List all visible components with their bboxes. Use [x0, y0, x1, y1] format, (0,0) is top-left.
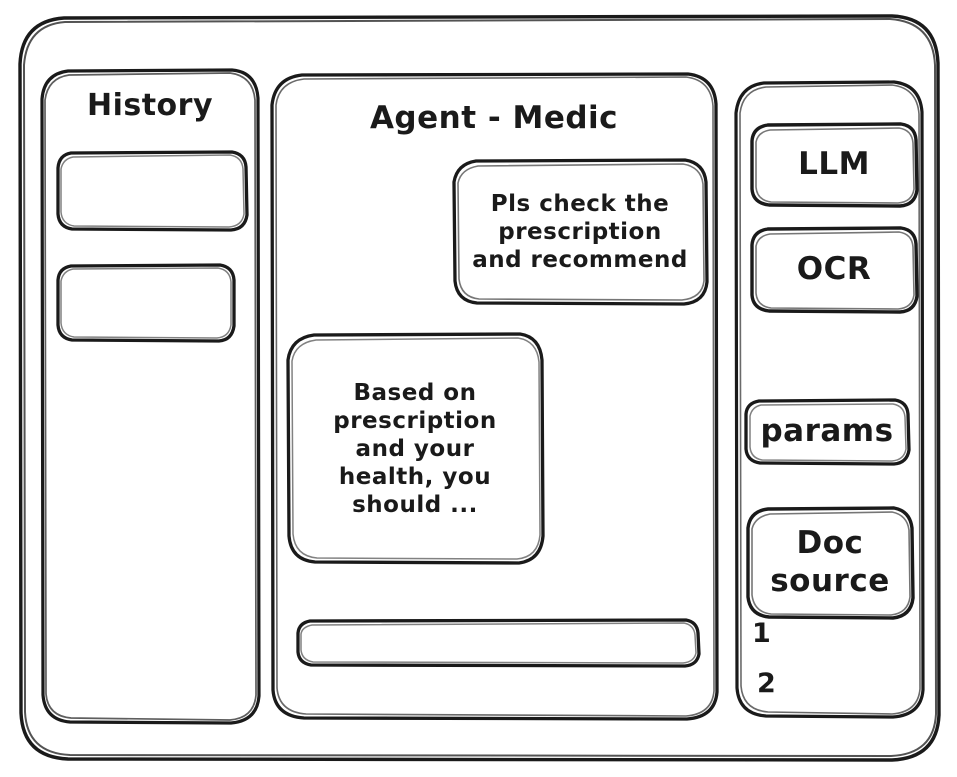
message-bubble-assistant: Based on prescription and your health, y…: [286, 332, 545, 566]
history-item-1-label: [56, 150, 248, 232]
tool-button-doc-source[interactable]: Doc source: [746, 506, 915, 620]
tool-button-params[interactable]: params: [744, 398, 911, 466]
tool-button-doc-source-label: Doc source: [770, 525, 890, 599]
doc-source-list-item-1[interactable]: 1: [752, 618, 772, 649]
history-panel-title: History: [86, 88, 214, 123]
tool-button-llm[interactable]: LLM: [750, 122, 919, 208]
history-item-2[interactable]: [56, 263, 236, 343]
message-bubble-user: Pls check the prescription and recommend: [452, 158, 709, 306]
message-bubble-user-text: Pls check the prescription and recommend: [472, 190, 688, 274]
message-composer-input[interactable]: [296, 618, 701, 668]
doc-source-list-item-2[interactable]: 2: [757, 668, 777, 699]
tool-button-ocr-label: OCR: [796, 251, 872, 288]
tool-button-ocr[interactable]: OCR: [750, 226, 919, 314]
tool-button-llm-label: LLM: [798, 146, 870, 183]
history-item-2-label: [56, 263, 236, 343]
tool-button-params-label: params: [760, 413, 894, 450]
history-item-1[interactable]: [56, 150, 249, 232]
message-bubble-assistant-text: Based on prescription and your health, y…: [333, 379, 497, 519]
message-composer-value: [296, 618, 700, 668]
agent-panel-title: Agent - Medic: [369, 100, 619, 136]
